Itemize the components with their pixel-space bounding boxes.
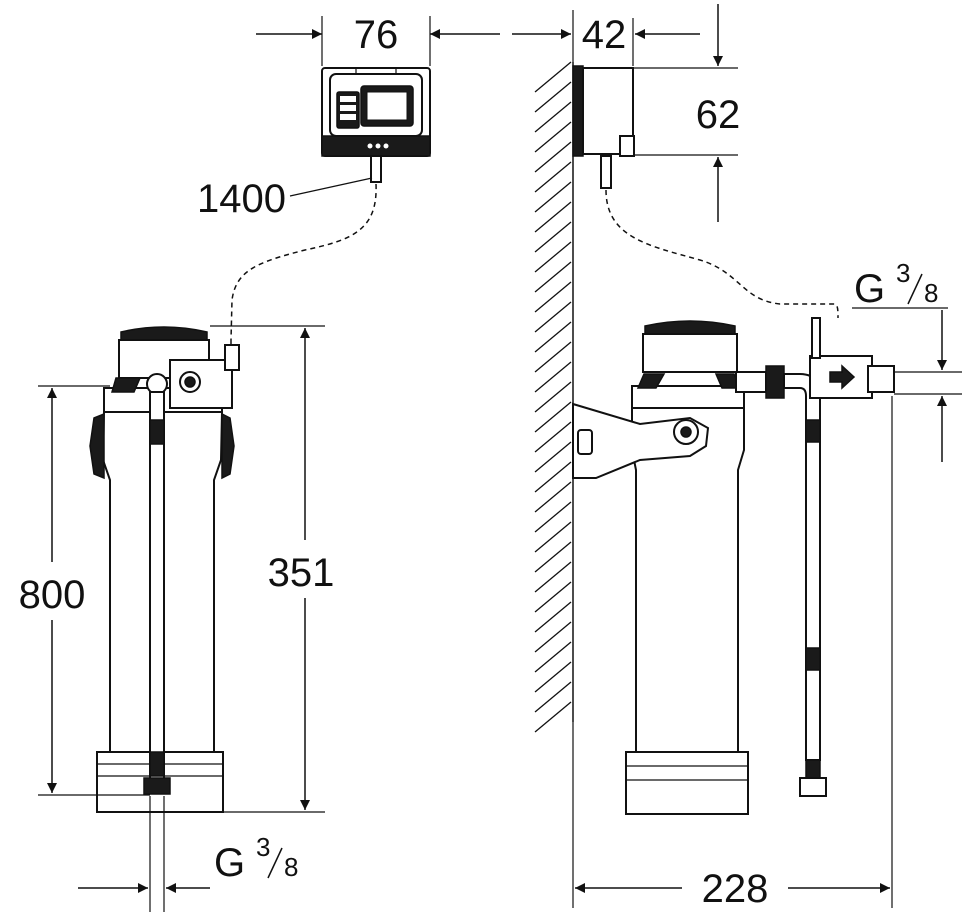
thread-bottom-num: 3 — [256, 832, 270, 862]
wall-hatch-line — [534, 301, 572, 333]
wall-hatch-line — [534, 261, 572, 293]
wall-hatch-line — [534, 241, 572, 273]
cable-front — [230, 183, 377, 341]
wall-hatch-line — [534, 661, 572, 693]
dim-351: 351 — [210, 325, 335, 813]
dim-label-228: 228 — [702, 867, 769, 911]
thread-bottom-letter: G — [214, 841, 245, 885]
side-view: 42 62 G 3 8 228 — [512, 4, 962, 911]
dim-76: 76 — [256, 13, 500, 66]
wall-hatch-line — [534, 341, 572, 373]
wall-hatch-line — [534, 461, 572, 493]
thread-side: G 3 8 — [852, 258, 962, 462]
dim-label-62: 62 — [696, 93, 741, 137]
wall-hatch-line — [534, 521, 572, 553]
filter-front — [89, 326, 240, 813]
dim-228: 228 — [572, 396, 893, 911]
dim-label-351: 351 — [268, 551, 335, 595]
wall-hatch-line — [534, 321, 572, 353]
wall-hatch-line — [534, 281, 572, 313]
thread-bottom-den: 8 — [284, 852, 298, 882]
wall-hatch-line — [534, 581, 572, 613]
wall-hatch-line — [534, 201, 572, 233]
cable-side — [605, 189, 839, 319]
wall-hatch-line — [534, 421, 572, 453]
dim-label-76: 76 — [354, 13, 399, 57]
wall-hatch-line — [534, 561, 572, 593]
filter-side — [572, 317, 895, 815]
wall-hatch-line — [534, 221, 572, 253]
wall-hatch-line — [534, 61, 572, 93]
wall — [534, 61, 574, 733]
wall-hatch-line — [534, 481, 572, 513]
wall-hatch-line — [534, 161, 572, 193]
wall-hatch-line — [534, 621, 572, 653]
wall-hatch-line — [534, 701, 572, 733]
wall-hatch-line — [534, 601, 572, 633]
front-view: 76 1400 351 800 G — [19, 13, 500, 912]
dim-42: 42 — [512, 10, 700, 66]
wall-hatch-line — [534, 381, 572, 413]
dim-800: 800 — [19, 385, 150, 796]
dim-1400: 1400 — [197, 177, 373, 221]
wall-hatch-line — [534, 401, 572, 433]
thread-bottom: G 3 8 — [78, 796, 298, 912]
wall-hatch-line — [534, 441, 572, 473]
thread-side-den: 8 — [924, 278, 938, 308]
dim-label-800: 800 — [19, 573, 86, 617]
dim-62: 62 — [633, 4, 740, 222]
wall-hatch-line — [534, 541, 572, 573]
wall-hatch-line — [534, 681, 572, 713]
wall-hatch-line — [534, 501, 572, 533]
dim-label-42: 42 — [582, 13, 627, 57]
thread-side-letter: G — [854, 267, 885, 311]
dim-label-1400: 1400 — [197, 177, 286, 221]
wall-hatch-line — [534, 181, 572, 213]
controller-side — [572, 65, 635, 189]
wall-hatch-line — [534, 641, 572, 673]
thread-side-num: 3 — [896, 258, 910, 288]
wall-hatch-line — [534, 101, 572, 133]
wall-hatch-line — [534, 121, 572, 153]
wall-hatch-line — [534, 141, 572, 173]
wall-hatch-line — [534, 361, 572, 393]
controller-front — [321, 67, 431, 183]
wall-hatch-line — [534, 81, 572, 113]
